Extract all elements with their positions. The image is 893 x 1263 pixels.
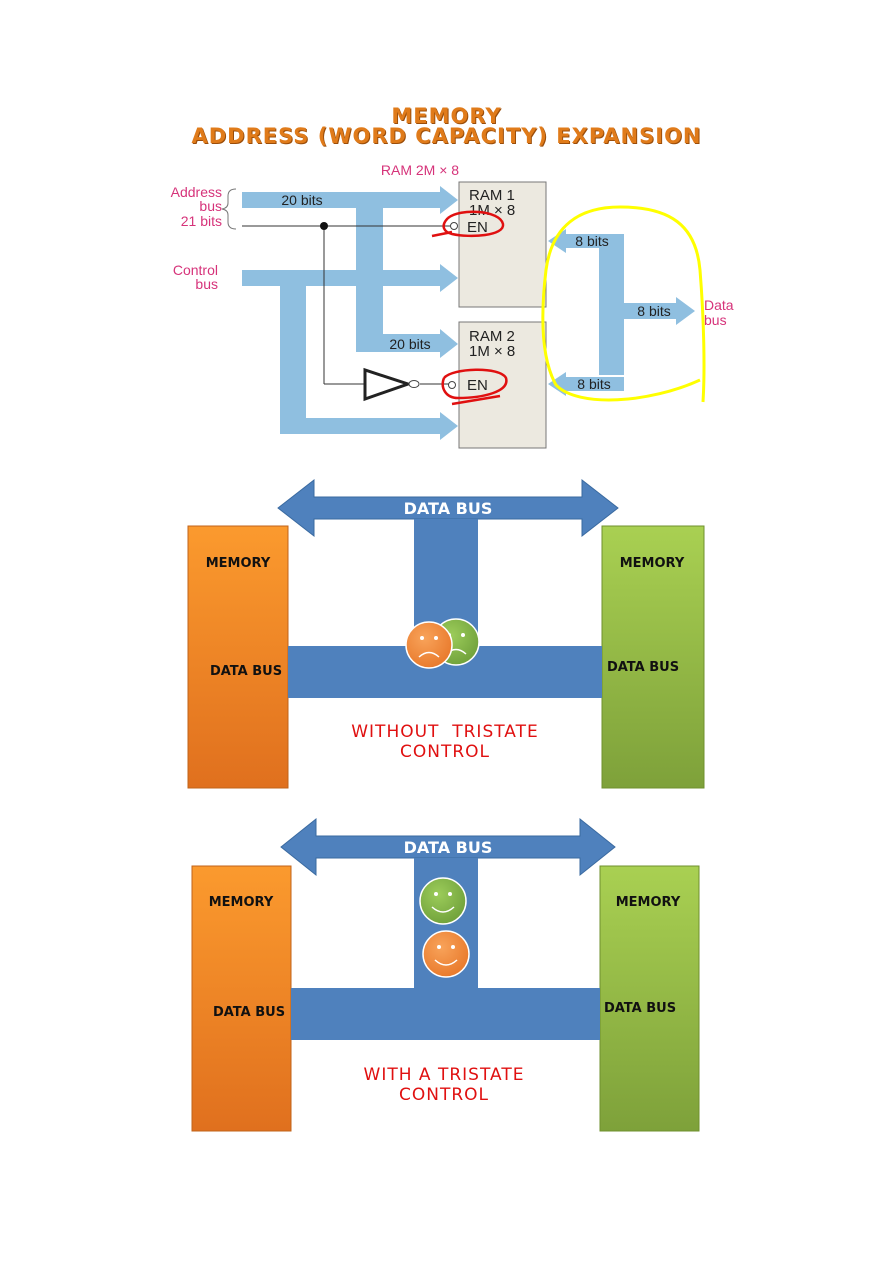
address-bus-label-3: 21 bits [181, 213, 222, 229]
right-data-bus-label: DATA BUS [607, 660, 679, 675]
ram2-name: RAM 2 [469, 328, 515, 345]
left-memory-block [187, 525, 289, 789]
control-bus-arrows [242, 264, 458, 440]
en-highlight-mark-2 [441, 368, 508, 406]
caption-line-2: CONTROL [399, 1085, 489, 1105]
inverter-bubble [408, 380, 420, 388]
data-bus-label: DATA BUS [404, 838, 493, 857]
address-bus-label-1: Address [171, 184, 222, 200]
bus-horizontal [291, 988, 600, 1040]
ram-total-label: RAM 2M × 8 [381, 162, 459, 178]
control-bus-label-2: bus [195, 276, 218, 292]
data-bus-arrow [280, 817, 616, 877]
address-bus-label-2: bus [199, 198, 222, 214]
left-memory-label: MEMORY [206, 556, 271, 571]
happy-orange-face-icon [422, 930, 470, 978]
right-memory-label: MEMORY [620, 556, 685, 571]
bits-20-bottom: 20 bits [389, 336, 430, 352]
yellow-highlight-loop [541, 205, 706, 403]
bits-20-top: 20 bits [281, 192, 322, 208]
ram1-enable: EN [467, 219, 488, 236]
caption-line-1: WITH A TRISTATE [364, 1065, 525, 1085]
left-memory-label: MEMORY [209, 895, 274, 910]
with-tristate-diagram: DATA BUS MEMORY DATA BUS MEMORY DATA BUS… [191, 817, 700, 1132]
ram2-enable: EN [467, 377, 488, 394]
bits-8-out: 8 bits [637, 303, 670, 319]
sad-orange-face-icon [405, 621, 453, 669]
msb-address-line [242, 225, 452, 385]
ram2-size: 1M × 8 [469, 343, 515, 360]
bits-8-ram1: 8 bits [575, 233, 608, 249]
right-memory-block [599, 865, 700, 1132]
bits-8-ram2: 8 bits [577, 376, 610, 392]
data-arrow-ram1 [548, 229, 624, 253]
title-line-2: ADDRESS (WORD CAPACITY) EXPANSION [191, 124, 702, 148]
ram2-en-bubble [448, 381, 456, 389]
ram2-box [458, 321, 547, 449]
address-arrow-ram2 [356, 329, 458, 358]
right-memory-label: MEMORY [616, 895, 681, 910]
left-data-bus-label: DATA BUS [210, 664, 282, 679]
happy-green-face-icon [419, 877, 467, 925]
ram1-name: RAM 1 [469, 187, 515, 204]
control-bus-label-1: Control [173, 262, 218, 278]
ram1-size: 1M × 8 [469, 202, 515, 219]
junction-dot [320, 222, 328, 230]
address-arrow-ram1 [242, 186, 458, 214]
data-bus-arrow [277, 478, 619, 538]
en-highlight-mark-1 [431, 210, 505, 238]
data-arrow-out [624, 297, 695, 325]
ram1-en-bubble [450, 222, 458, 230]
address-expansion-diagram: RAM 2M × 8 Address bus 21 bits Control b… [171, 162, 734, 449]
address-brace [221, 188, 237, 230]
data-arrow-ram2 [548, 372, 624, 396]
data-bus-arrows [548, 229, 695, 396]
ram1-box [458, 181, 547, 308]
data-bus-label-1: Data [704, 297, 734, 313]
left-data-bus-label: DATA BUS [213, 1005, 285, 1020]
left-memory-block [191, 865, 292, 1132]
right-memory-block [601, 525, 705, 789]
control-arrow-ram1 [242, 264, 458, 292]
title-line-1: MEMORY [391, 104, 502, 128]
caption-line-2: CONTROL [400, 742, 490, 762]
caption-line-1: WITHOUT TRISTATE [351, 722, 539, 742]
inverter-icon [363, 367, 413, 402]
right-data-bus-label: DATA BUS [604, 1001, 676, 1016]
without-tristate-diagram: DATA BUS MEMORY DATA BUS MEMORY DATA BUS… [187, 478, 705, 789]
data-bus-label-2: bus [704, 312, 727, 328]
data-bus-label: DATA BUS [404, 499, 493, 518]
control-arrow-ram2 [280, 412, 458, 440]
